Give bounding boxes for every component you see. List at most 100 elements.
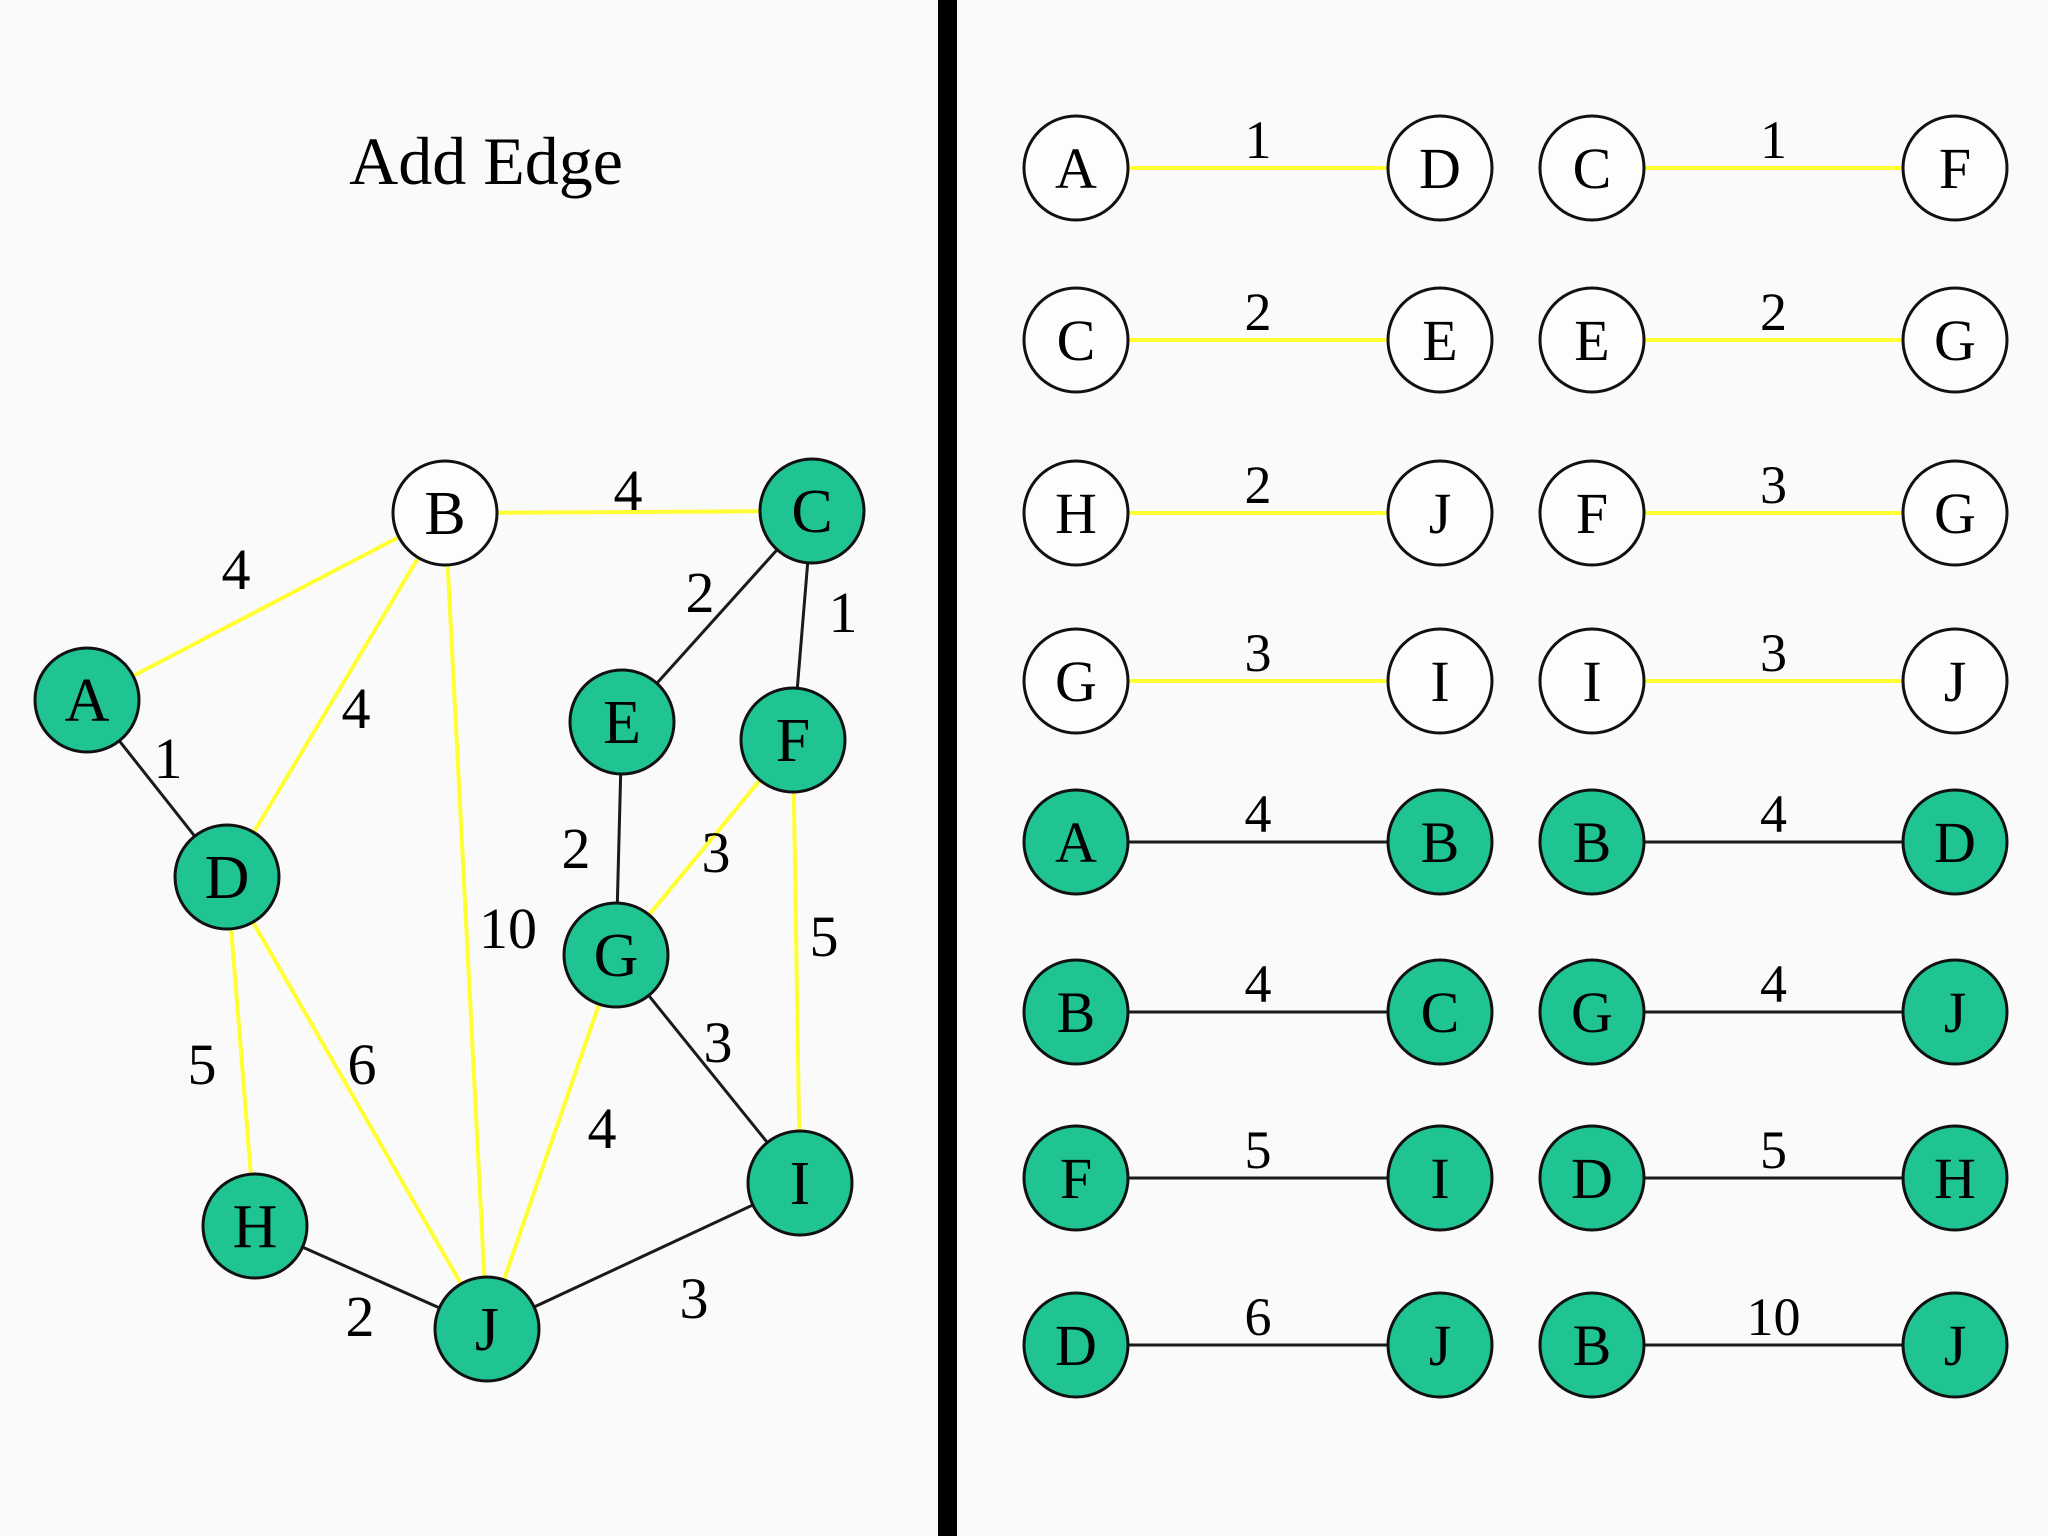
panel-divider xyxy=(938,0,957,1536)
graph-edge-I-J xyxy=(486,1181,801,1331)
edge-list-weight-C-E: 2 xyxy=(1245,282,1272,342)
edge-list-node-I xyxy=(1538,627,1646,735)
graph-edge-B-D xyxy=(225,511,447,879)
graph-edge-D-H xyxy=(225,876,257,1227)
edge-list-node-label-I: I xyxy=(1582,649,1601,714)
graph-edge-weight-E-G: 2 xyxy=(562,816,591,881)
page-title: Add Edge xyxy=(349,123,623,199)
graph-edge-weight-D-H: 5 xyxy=(188,1032,217,1097)
edge-list-node-label-D: D xyxy=(1055,1313,1097,1378)
edge-list-item-B-D: B D 4 xyxy=(1538,784,2009,896)
graph-edge-weight-G-J: 4 xyxy=(588,1096,617,1161)
edge-list-node-label-I: I xyxy=(1430,649,1449,714)
edge-list-node-label-B: B xyxy=(1421,810,1460,875)
edge-list-weight-F-G: 3 xyxy=(1760,455,1787,515)
graph-node-F xyxy=(739,686,847,794)
edge-list-node-A xyxy=(1022,114,1130,222)
graph-edge-weight-B-J: 10 xyxy=(479,896,537,961)
edge-list-node-B xyxy=(1538,1291,1646,1399)
graph-edge-weight-A-D: 1 xyxy=(154,726,183,791)
edge-list-node-label-J: J xyxy=(1944,1313,1967,1378)
edge-list-node-G xyxy=(1901,459,2009,567)
edge-list-node-label-D: D xyxy=(1934,810,1976,875)
edge-list-node-E xyxy=(1386,286,1494,394)
edge-list-item-G-I: G I 3 xyxy=(1022,623,1494,735)
graph-edge-weight-C-F: 1 xyxy=(829,580,858,645)
graph-edge-weight-I-J: 3 xyxy=(680,1266,709,1331)
edge-list-node-J xyxy=(1901,627,2009,735)
edge-list-weight-C-F: 1 xyxy=(1760,110,1787,170)
edge-list-node-G xyxy=(1901,286,2009,394)
edge-list-node-label-B: B xyxy=(1573,1313,1612,1378)
edge-list-node-label-G: G xyxy=(1934,308,1976,373)
edge-list-node-label-B: B xyxy=(1057,980,1096,1045)
edge-list-node-label-E: E xyxy=(1422,308,1457,373)
edge-list-node-label-D: D xyxy=(1571,1146,1613,1211)
graph-node-label-A: A xyxy=(65,667,110,735)
edge-list-node-label-J: J xyxy=(1429,481,1452,546)
edge-list-node-label-J: J xyxy=(1944,649,1967,714)
edge-list-weight-D-H: 5 xyxy=(1760,1120,1787,1180)
edge-list-node-label-G: G xyxy=(1934,481,1976,546)
edge-list-node-D xyxy=(1538,1124,1646,1232)
edge-list-node-B xyxy=(1386,788,1494,896)
edge-list-node-label-J: J xyxy=(1429,1313,1452,1378)
edge-list-node-G xyxy=(1022,627,1130,735)
edge-list-weight-G-I: 3 xyxy=(1245,623,1272,683)
edge-list-node-D xyxy=(1901,788,2009,896)
graph-edge-weight-D-J: 6 xyxy=(348,1032,377,1097)
graph-node-label-C: C xyxy=(791,478,832,546)
edge-list-node-F xyxy=(1538,459,1646,567)
edge-list-node-label-F: F xyxy=(1576,481,1608,546)
graph-node-I xyxy=(746,1129,854,1237)
edge-list-weight-H-J: 2 xyxy=(1245,455,1272,515)
edge-list-node-label-B: B xyxy=(1573,810,1612,875)
edge-list-node-I xyxy=(1386,627,1494,735)
graph-edge-weight-A-B: 4 xyxy=(222,537,251,602)
edge-list-node-label-C: C xyxy=(1421,980,1460,1045)
edge-list-node-D xyxy=(1386,114,1494,222)
edge-list-node-I xyxy=(1386,1124,1494,1232)
graph-node-A xyxy=(33,646,141,754)
edge-list-weight-G-J: 4 xyxy=(1760,954,1787,1014)
edge-list-node-label-F: F xyxy=(1060,1146,1092,1211)
graph-node-label-E: E xyxy=(603,689,641,757)
graph-node-label-F: F xyxy=(776,707,810,775)
graph-edge-weight-B-D: 4 xyxy=(342,676,371,741)
edge-list-weight-A-D: 1 xyxy=(1245,110,1272,170)
graph-edge-G-J xyxy=(485,954,618,1330)
graph-edge-weight-C-E: 2 xyxy=(686,560,715,625)
edge-list-node-label-E: E xyxy=(1574,308,1609,373)
edge-list-node-label-J: J xyxy=(1944,980,1967,1045)
edge-list-node-J xyxy=(1901,958,2009,1066)
edge-list-node-C xyxy=(1386,958,1494,1066)
edge-list-weight-I-J: 3 xyxy=(1760,623,1787,683)
edge-list-node-F xyxy=(1901,114,2009,222)
edge-list-item-G-J: G J 4 xyxy=(1538,954,2009,1066)
graph-node-label-J: J xyxy=(475,1296,499,1364)
edge-list-weight-B-D: 4 xyxy=(1760,784,1787,844)
edge-list-node-J xyxy=(1901,1291,2009,1399)
graph-node-label-B: B xyxy=(424,480,465,548)
graph-node-H xyxy=(201,1172,309,1280)
graph-node-label-G: G xyxy=(594,922,639,990)
graph-edge-weight-F-I: 5 xyxy=(810,904,839,969)
edge-list-node-label-G: G xyxy=(1055,649,1097,714)
graph-node-J xyxy=(433,1275,541,1383)
edge-list-node-label-G: G xyxy=(1571,980,1613,1045)
edge-list-node-G xyxy=(1538,958,1646,1066)
edge-list-weight-A-B: 4 xyxy=(1245,784,1272,844)
edge-list-node-label-C: C xyxy=(1573,136,1612,201)
